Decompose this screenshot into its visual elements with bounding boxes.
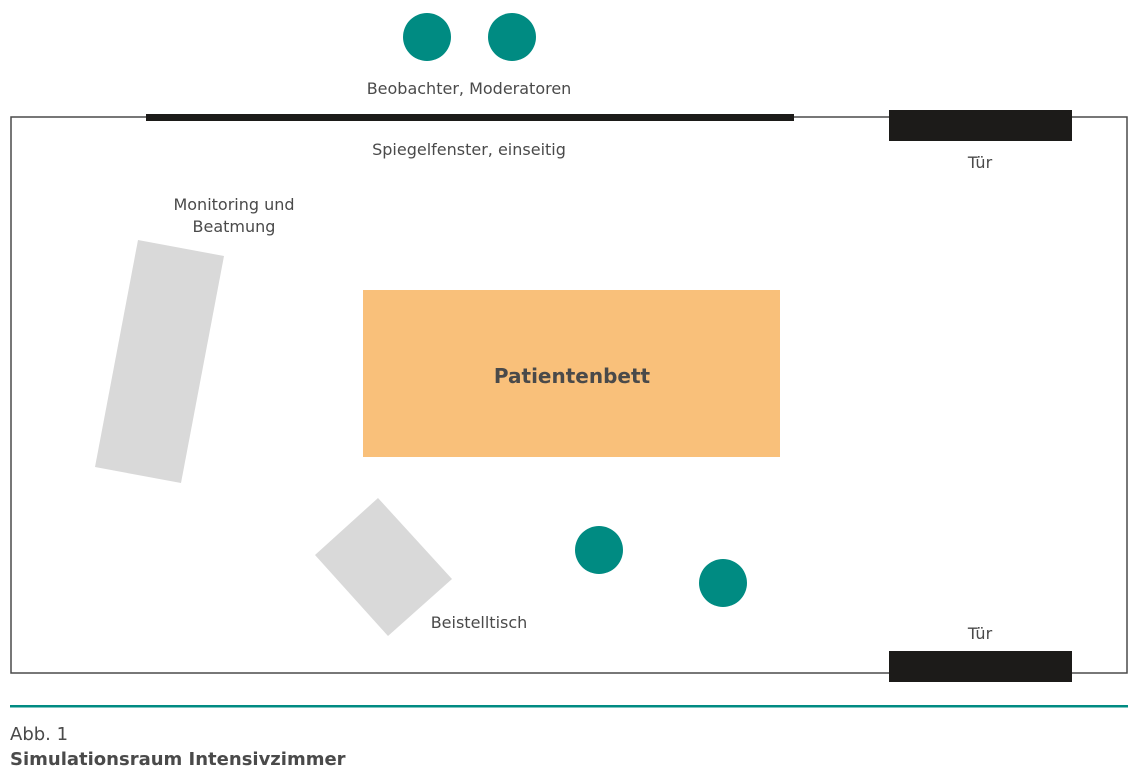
mirror-window-label: Spiegelfenster, einseitig: [372, 140, 566, 159]
door-top: [889, 110, 1072, 141]
observer-person-2: [488, 13, 536, 61]
figure-number: Abb. 1: [10, 724, 69, 745]
staff-person-2: [699, 559, 747, 607]
side-table-label: Beistelltisch: [431, 613, 528, 632]
observer-person-1: [403, 13, 451, 61]
door-bottom-label: Tür: [967, 624, 993, 643]
figure-title: Simulationsraum Intensivzimmer: [10, 749, 346, 770]
monitoring-label-line1: Monitoring und: [173, 195, 294, 214]
patient-bed-label: Patientenbett: [494, 364, 651, 388]
monitoring-label-line2: Beatmung: [193, 217, 276, 236]
patient-bed: [363, 290, 780, 457]
staff-person-1: [575, 526, 623, 574]
door-bottom: [889, 651, 1072, 682]
door-top-label: Tür: [967, 153, 993, 172]
caption-divider: [10, 705, 1128, 708]
side-table: [315, 498, 452, 636]
mirror-window: [146, 114, 794, 121]
observers-label: Beobachter, Moderatoren: [367, 79, 572, 98]
monitoring-ventilation-unit: [95, 240, 224, 483]
